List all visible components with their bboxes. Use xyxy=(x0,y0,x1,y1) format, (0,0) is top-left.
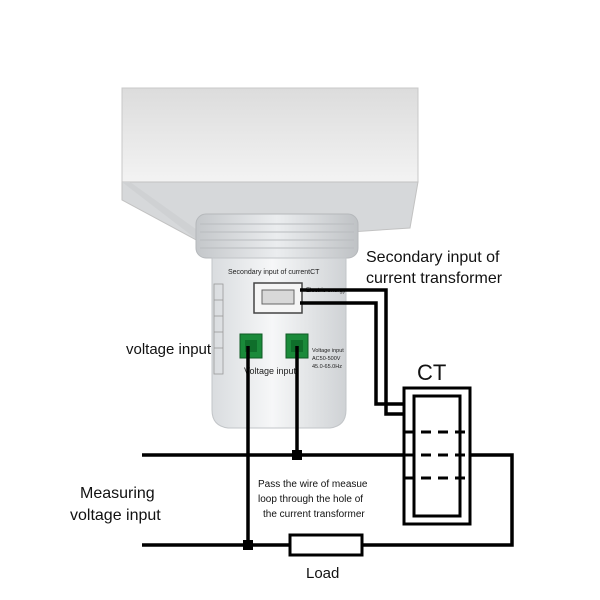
ct-secondary-label-2: current transformer xyxy=(366,270,503,287)
device-side-spec: AC50-500V xyxy=(312,356,341,362)
pass-wire-label-3: the current transformer xyxy=(263,509,365,520)
load-label: Load xyxy=(306,565,339,582)
measuring-label-1: Measuring xyxy=(80,485,155,502)
ring-threads xyxy=(200,223,354,249)
device-spec-strip xyxy=(213,283,224,375)
pass-wire-label-1: Pass the wire of measue xyxy=(258,479,368,490)
wires xyxy=(142,288,514,547)
device-panel-label: Secondary input of currentCT xyxy=(228,269,320,276)
load-resistor xyxy=(288,533,364,557)
cylinder-body xyxy=(211,257,347,429)
current-transformer xyxy=(402,386,472,526)
device-side-freq: 45.0-65.0Hz xyxy=(312,364,342,370)
pass-wire-label-2: loop through the hole of xyxy=(258,494,363,505)
threaded-ring xyxy=(195,213,359,259)
ct-wire-outer xyxy=(300,288,404,416)
meter-device: Secondary input of currentCT Electric en… xyxy=(121,87,419,429)
ct-label: CT xyxy=(417,360,446,385)
measuring-label-2: voltage input xyxy=(70,507,161,524)
junction-right xyxy=(292,450,302,460)
device-voltage-port-label: Voltage input xyxy=(244,366,297,376)
line-upper xyxy=(142,453,514,547)
panel-top-face xyxy=(121,87,419,183)
device-side-label: Voltage input xyxy=(312,348,344,354)
ct-wire-inner xyxy=(300,301,404,406)
junction-left xyxy=(243,540,253,550)
ct-connector-socket xyxy=(261,289,295,305)
panel-left-side xyxy=(122,182,200,242)
voltage-input-label: voltage input xyxy=(126,341,212,358)
ct-secondary-label-1: Secondary input of xyxy=(366,249,500,266)
